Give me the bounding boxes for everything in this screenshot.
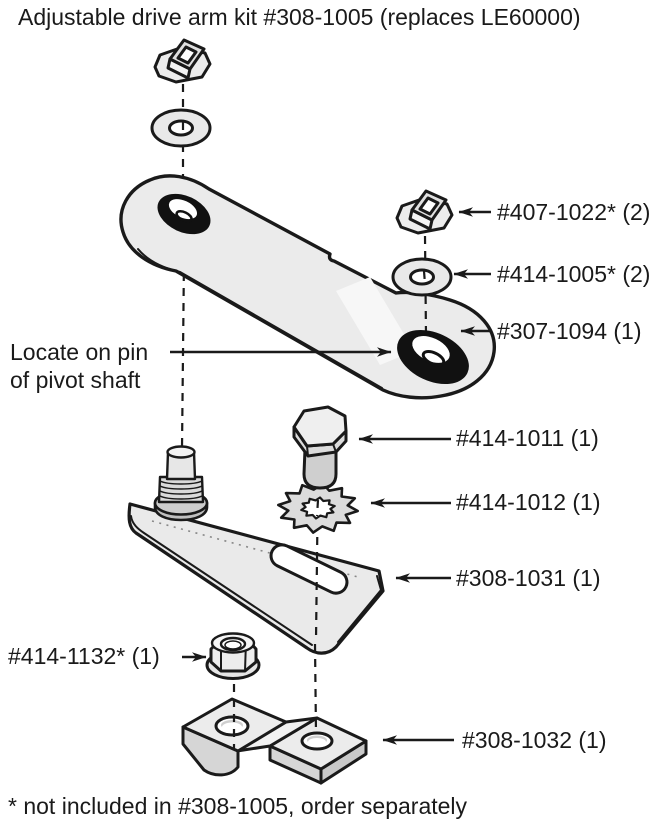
diagram-title: Adjustable drive arm kit #308-1005 (repl… [18, 4, 581, 30]
dash-through-right-washer [422, 270, 427, 285]
center-dashline-bolt [314, 476, 320, 641]
hex-bolt-part [292, 405, 348, 490]
flange-nut-part [205, 632, 261, 680]
label-offset-bracket: #308-1032 (1) [462, 727, 607, 753]
footnote: * not included in #308-1005, order separ… [8, 793, 468, 819]
flat-washer-right [391, 257, 453, 297]
label-hex-bolt: #414-1011 (1) [456, 425, 599, 451]
arm-grommet-left [157, 193, 211, 235]
callout-arrows [170, 207, 491, 745]
label-flat-washer: #414-1005* (2) [497, 261, 650, 287]
label-cap-nut: #407-1022* (2) [497, 199, 650, 225]
bracket-slot [269, 543, 349, 595]
cap-nut-right [395, 189, 454, 235]
locate-note-line2: of pivot shaft [10, 367, 141, 393]
offset-bracket-part [181, 697, 368, 785]
flat-washer-top [150, 108, 212, 148]
channel-bracket-part [127, 445, 385, 655]
label-flange-nut: #414-1132* (1) [8, 643, 160, 669]
label-lock-washer: #414-1012 (1) [456, 489, 601, 515]
arm-grommet-right [397, 329, 469, 385]
center-dashline-bolt-lower [313, 643, 318, 735]
threaded-stud [153, 445, 209, 522]
locate-note-line1: Locate on pin [10, 339, 148, 365]
label-drive-arm: #307-1094 (1) [497, 318, 642, 344]
cap-nut-top [153, 38, 212, 84]
dash-through-lock-washer [315, 499, 320, 517]
arm-highlight-band [336, 277, 414, 365]
label-channel-bracket: #308-1031 (1) [456, 565, 601, 591]
